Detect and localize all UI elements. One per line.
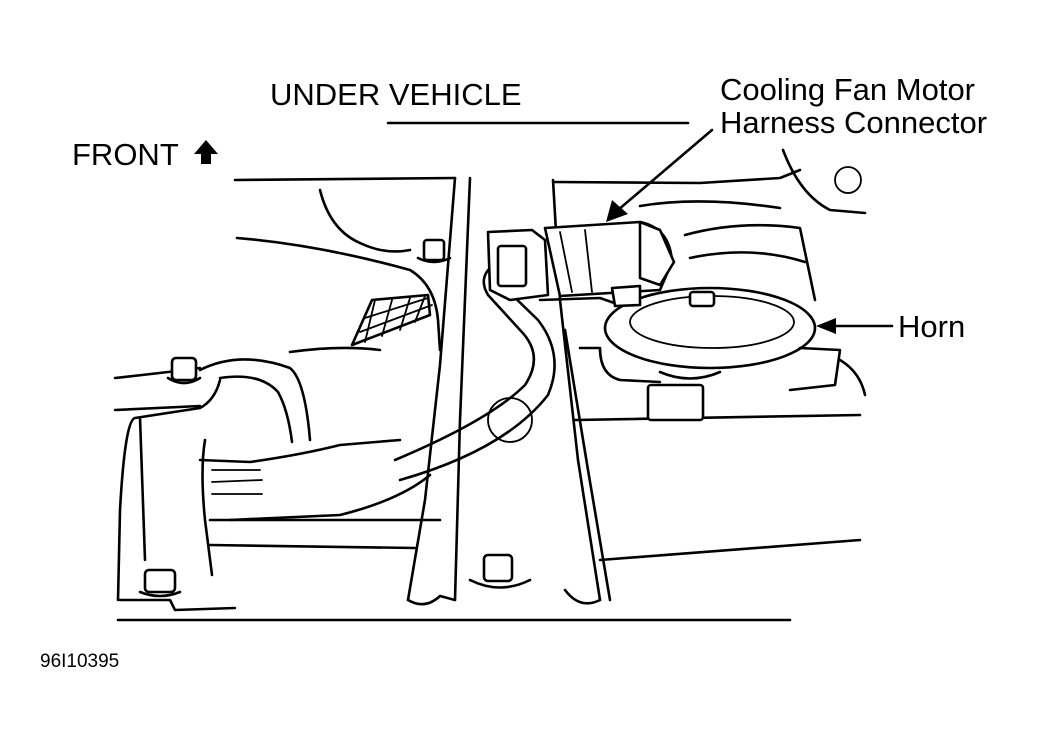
lower-panel-edge bbox=[598, 538, 862, 562]
horn bbox=[578, 223, 867, 422]
upper-body-panel bbox=[233, 148, 867, 253]
lower-left-bolt bbox=[143, 568, 177, 594]
connector-label-line2: Harness Connector bbox=[720, 105, 988, 140]
front-label: FRONT bbox=[72, 137, 179, 172]
fan-shroud bbox=[113, 236, 442, 577]
upper-bolt bbox=[416, 238, 452, 264]
access-hole bbox=[834, 166, 862, 194]
connector-callout-arrow bbox=[606, 128, 714, 222]
horn-label: Horn bbox=[898, 309, 966, 344]
wire-harness bbox=[198, 260, 556, 522]
figure-code: 96I10395 bbox=[40, 651, 120, 672]
horn-callout-arrow bbox=[816, 318, 894, 334]
mid-panel-edge bbox=[573, 413, 862, 422]
fan-mesh bbox=[350, 293, 433, 347]
up-arrow-icon bbox=[194, 140, 218, 164]
cooling-fan-motor-connector bbox=[486, 220, 676, 308]
connector-label-line1: Cooling Fan Motor bbox=[720, 72, 976, 107]
side-bolt bbox=[166, 356, 202, 385]
under-vehicle-label: UNDER VEHICLE bbox=[270, 77, 522, 112]
center-bolt bbox=[482, 553, 514, 583]
left-bracket bbox=[116, 378, 237, 612]
